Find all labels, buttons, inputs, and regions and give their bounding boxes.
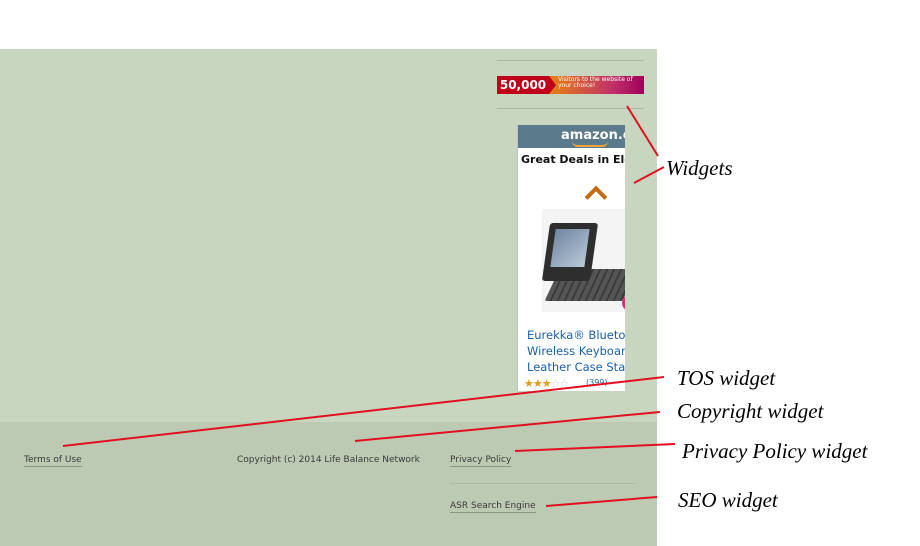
tos-annotation: TOS widget <box>677 366 776 390</box>
visitor-count: 50,000 <box>497 76 549 94</box>
chevron-up-icon[interactable] <box>584 185 608 209</box>
product-image[interactable] <box>541 209 625 312</box>
sidebar-divider <box>497 108 644 109</box>
product-link[interactable]: Eurekka® Bluetooth Wireless Keyboard Lea… <box>527 327 625 375</box>
sale-badge-icon <box>622 295 625 311</box>
review-count[interactable]: (399) <box>586 378 608 387</box>
privacy-policy-link[interactable]: Privacy Policy <box>450 455 512 467</box>
widgets-annotation: Widgets <box>666 156 733 180</box>
product-line-1: Eurekka® Bluetooth <box>527 328 625 342</box>
sidebar-divider <box>497 60 644 61</box>
footer-area <box>0 422 657 546</box>
product-line-2: Wireless Keyboard <box>527 344 625 358</box>
amazon-smile-icon <box>572 141 608 147</box>
terms-of-use-link[interactable]: Terms of Use <box>24 455 82 467</box>
visitor-banner-text: Visitors to the website of your choice! <box>556 76 644 94</box>
copyright-annotation: Copyright widget <box>677 399 824 423</box>
privacy-policy-annotation: Privacy Policy widget <box>682 439 868 463</box>
seo-annotation: SEO widget <box>678 488 778 512</box>
amazon-logo: amazon.com <box>518 125 625 148</box>
amazon-headline: Great Deals in Electronics <box>521 153 625 166</box>
seo-search-engine-link[interactable]: ASR Search Engine <box>450 501 536 513</box>
banner-arrow-icon <box>549 76 556 94</box>
product-line-3: Leather Case Stand <box>527 360 625 374</box>
rating-stars-icon: ★★★☆☆ <box>524 377 569 390</box>
amazon-ad-widget[interactable]: amazon.com Great Deals in Electronics Eu… <box>517 125 625 391</box>
tablet-screen-shape <box>550 229 590 267</box>
copyright-text: Copyright (c) 2014 Life Balance Network <box>237 455 420 465</box>
footer-divider <box>450 483 636 484</box>
visitor-ad-banner[interactable]: 50,000 Visitors to the website of your c… <box>497 76 644 94</box>
